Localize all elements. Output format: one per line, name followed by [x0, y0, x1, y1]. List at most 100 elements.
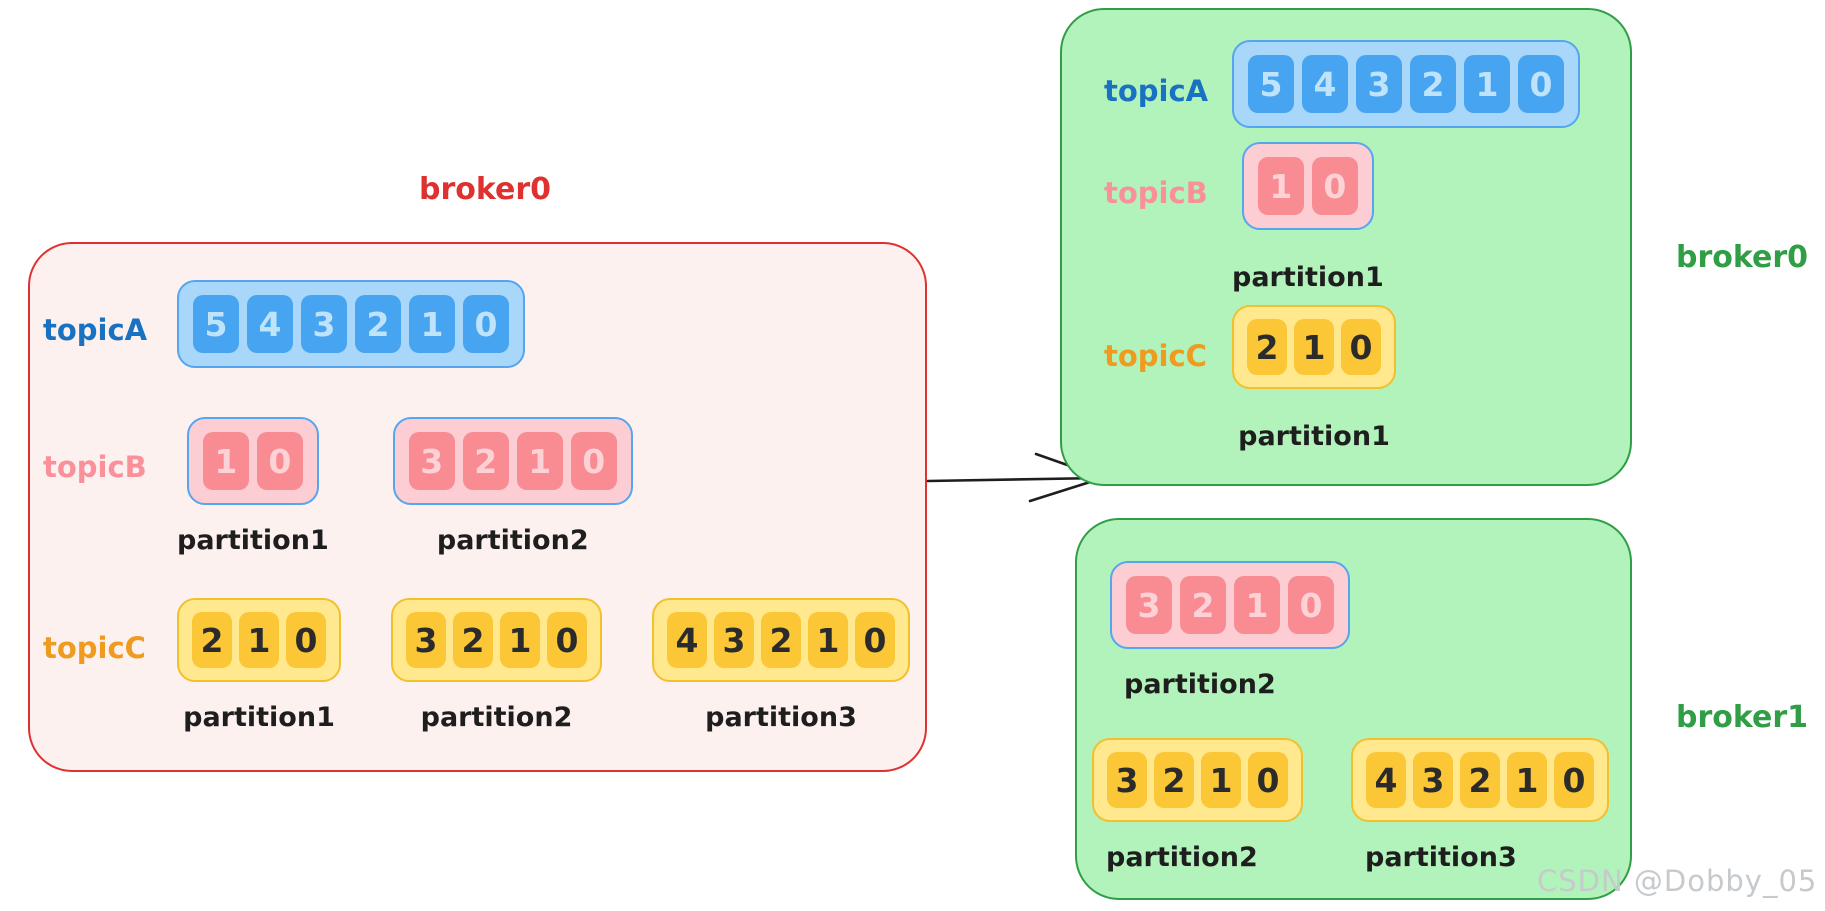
offset-cell: 1 [808, 612, 848, 668]
topic-label-topicB: topicB [1104, 176, 1208, 210]
topic-label-topicC: topicC [43, 631, 146, 665]
offset-cell: 0 [570, 432, 617, 490]
topic-label-topicA: topicA [43, 313, 148, 347]
offset-cell: 1 [500, 612, 540, 668]
offset-cell: 3 [1413, 752, 1453, 808]
offset-cell: 2 [1154, 752, 1194, 808]
offset-cell: 1 [1464, 55, 1510, 113]
offset-cell: 0 [1554, 752, 1594, 808]
offset-cell: 0 [286, 612, 326, 668]
partition-label: partition2 [1106, 842, 1258, 873]
source-broker-label: broker0 [418, 172, 552, 207]
offset-cell: 2 [1180, 576, 1226, 634]
offset-cell: 0 [547, 612, 587, 668]
offset-cell: 2 [192, 612, 232, 668]
partition-label: partition1 [183, 702, 335, 733]
offset-cell: 1 [202, 432, 249, 490]
offset-cell: 2 [761, 612, 801, 668]
offset-cell: 2 [1410, 55, 1456, 113]
offset-cell: 4 [667, 612, 707, 668]
offset-cell: 0 [1288, 576, 1334, 634]
offset-cell: 3 [301, 295, 347, 353]
offset-cell: 2 [462, 432, 509, 490]
partition-label: partition3 [1365, 842, 1517, 873]
offset-cell: 2 [1460, 752, 1500, 808]
partition-label: partition3 [705, 702, 857, 733]
target-broker1-label: broker1 [1676, 700, 1809, 735]
offset-cell: 1 [1234, 576, 1280, 634]
topic-label-topicC: topicC [1104, 339, 1207, 373]
csdn-watermark: CSDN @Dobby_05 [1537, 864, 1818, 898]
offset-cell: 0 [855, 612, 895, 668]
offset-cell: 0 [256, 432, 303, 490]
offset-cell: 0 [1518, 55, 1564, 113]
offset-cell: 2 [355, 295, 401, 353]
offset-cell: 4 [1302, 55, 1348, 113]
offset-cell: 3 [1107, 752, 1147, 808]
offset-cell: 5 [193, 295, 239, 353]
offset-cell: 1 [409, 295, 455, 353]
topic-label-topicB: topicB [43, 450, 147, 484]
offset-cell: 3 [714, 612, 754, 668]
offset-cell: 0 [1248, 752, 1288, 808]
offset-cell: 3 [1356, 55, 1402, 113]
target-broker0-label: broker0 [1676, 240, 1809, 275]
offset-cell: 1 [1507, 752, 1547, 808]
offset-cell: 1 [1294, 319, 1334, 375]
offset-cell: 3 [408, 432, 455, 490]
partition-label: partition2 [420, 702, 573, 733]
offset-cell: 1 [1257, 157, 1304, 215]
offset-cell: 0 [463, 295, 509, 353]
partition-label: partition2 [1124, 669, 1276, 700]
offset-cell: 2 [453, 612, 493, 668]
offset-cell: 3 [1126, 576, 1172, 634]
partition-label: partition2 [436, 525, 589, 556]
topic-label-topicA: topicA [1104, 74, 1209, 108]
offset-cell: 0 [1341, 319, 1381, 375]
partition-label: partition1 [1238, 421, 1390, 452]
offset-cell: 2 [1247, 319, 1287, 375]
offset-cell: 0 [1311, 157, 1358, 215]
